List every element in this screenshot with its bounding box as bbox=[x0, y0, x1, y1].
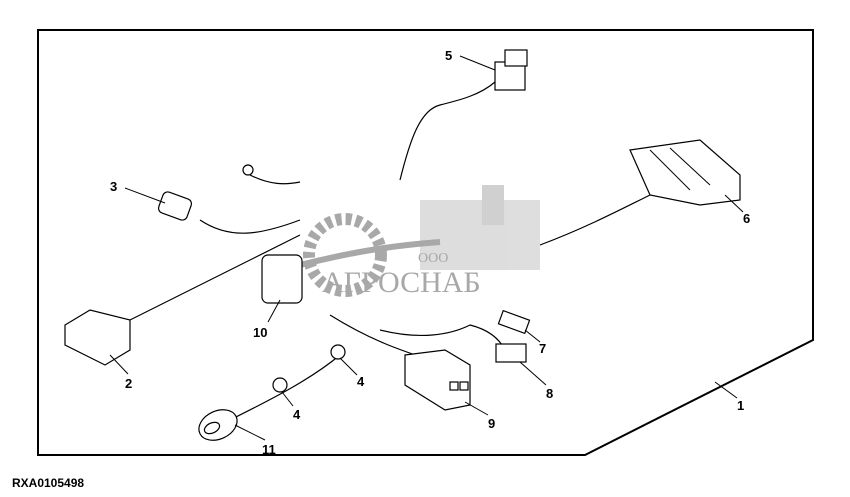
callout-4-lower: 4 bbox=[293, 407, 301, 422]
callout-5: 5 bbox=[445, 48, 452, 63]
watermark-prefix: ООО bbox=[418, 251, 448, 266]
part-7-connector bbox=[497, 309, 531, 335]
watermark-name: АГРОСНАБ bbox=[322, 266, 481, 299]
ring-terminal bbox=[242, 164, 254, 176]
part-4-clip-upper bbox=[330, 344, 346, 360]
part-4-clip-lower bbox=[272, 377, 288, 393]
leader-lines bbox=[109, 55, 744, 441]
agrosnab-watermark-logo: ООО АГРОСНАБ bbox=[299, 185, 540, 299]
callout-11: 11 bbox=[262, 442, 276, 457]
parts bbox=[64, 49, 741, 441]
part-3-connector bbox=[157, 191, 193, 221]
callout-2: 2 bbox=[125, 376, 132, 391]
wires bbox=[109, 81, 651, 421]
part-6-connector bbox=[629, 139, 741, 206]
part-5-connector bbox=[494, 49, 528, 91]
figure-code: RXA0105498 bbox=[12, 476, 85, 490]
callout-1: 1 bbox=[737, 398, 744, 413]
part-11-connector bbox=[198, 409, 238, 441]
callout-7: 7 bbox=[539, 341, 546, 356]
part-9-connector bbox=[404, 349, 471, 411]
callout-3: 3 bbox=[110, 179, 117, 194]
callout-10: 10 bbox=[253, 325, 267, 340]
callout-4-upper: 4 bbox=[357, 374, 365, 389]
part-8-connector bbox=[495, 343, 527, 363]
part-2-connector bbox=[64, 309, 131, 366]
callout-8: 8 bbox=[546, 386, 553, 401]
part-10-connector bbox=[261, 254, 303, 304]
kit-frame bbox=[37, 29, 814, 456]
callout-6: 6 bbox=[743, 211, 750, 226]
callout-9: 9 bbox=[488, 416, 495, 431]
